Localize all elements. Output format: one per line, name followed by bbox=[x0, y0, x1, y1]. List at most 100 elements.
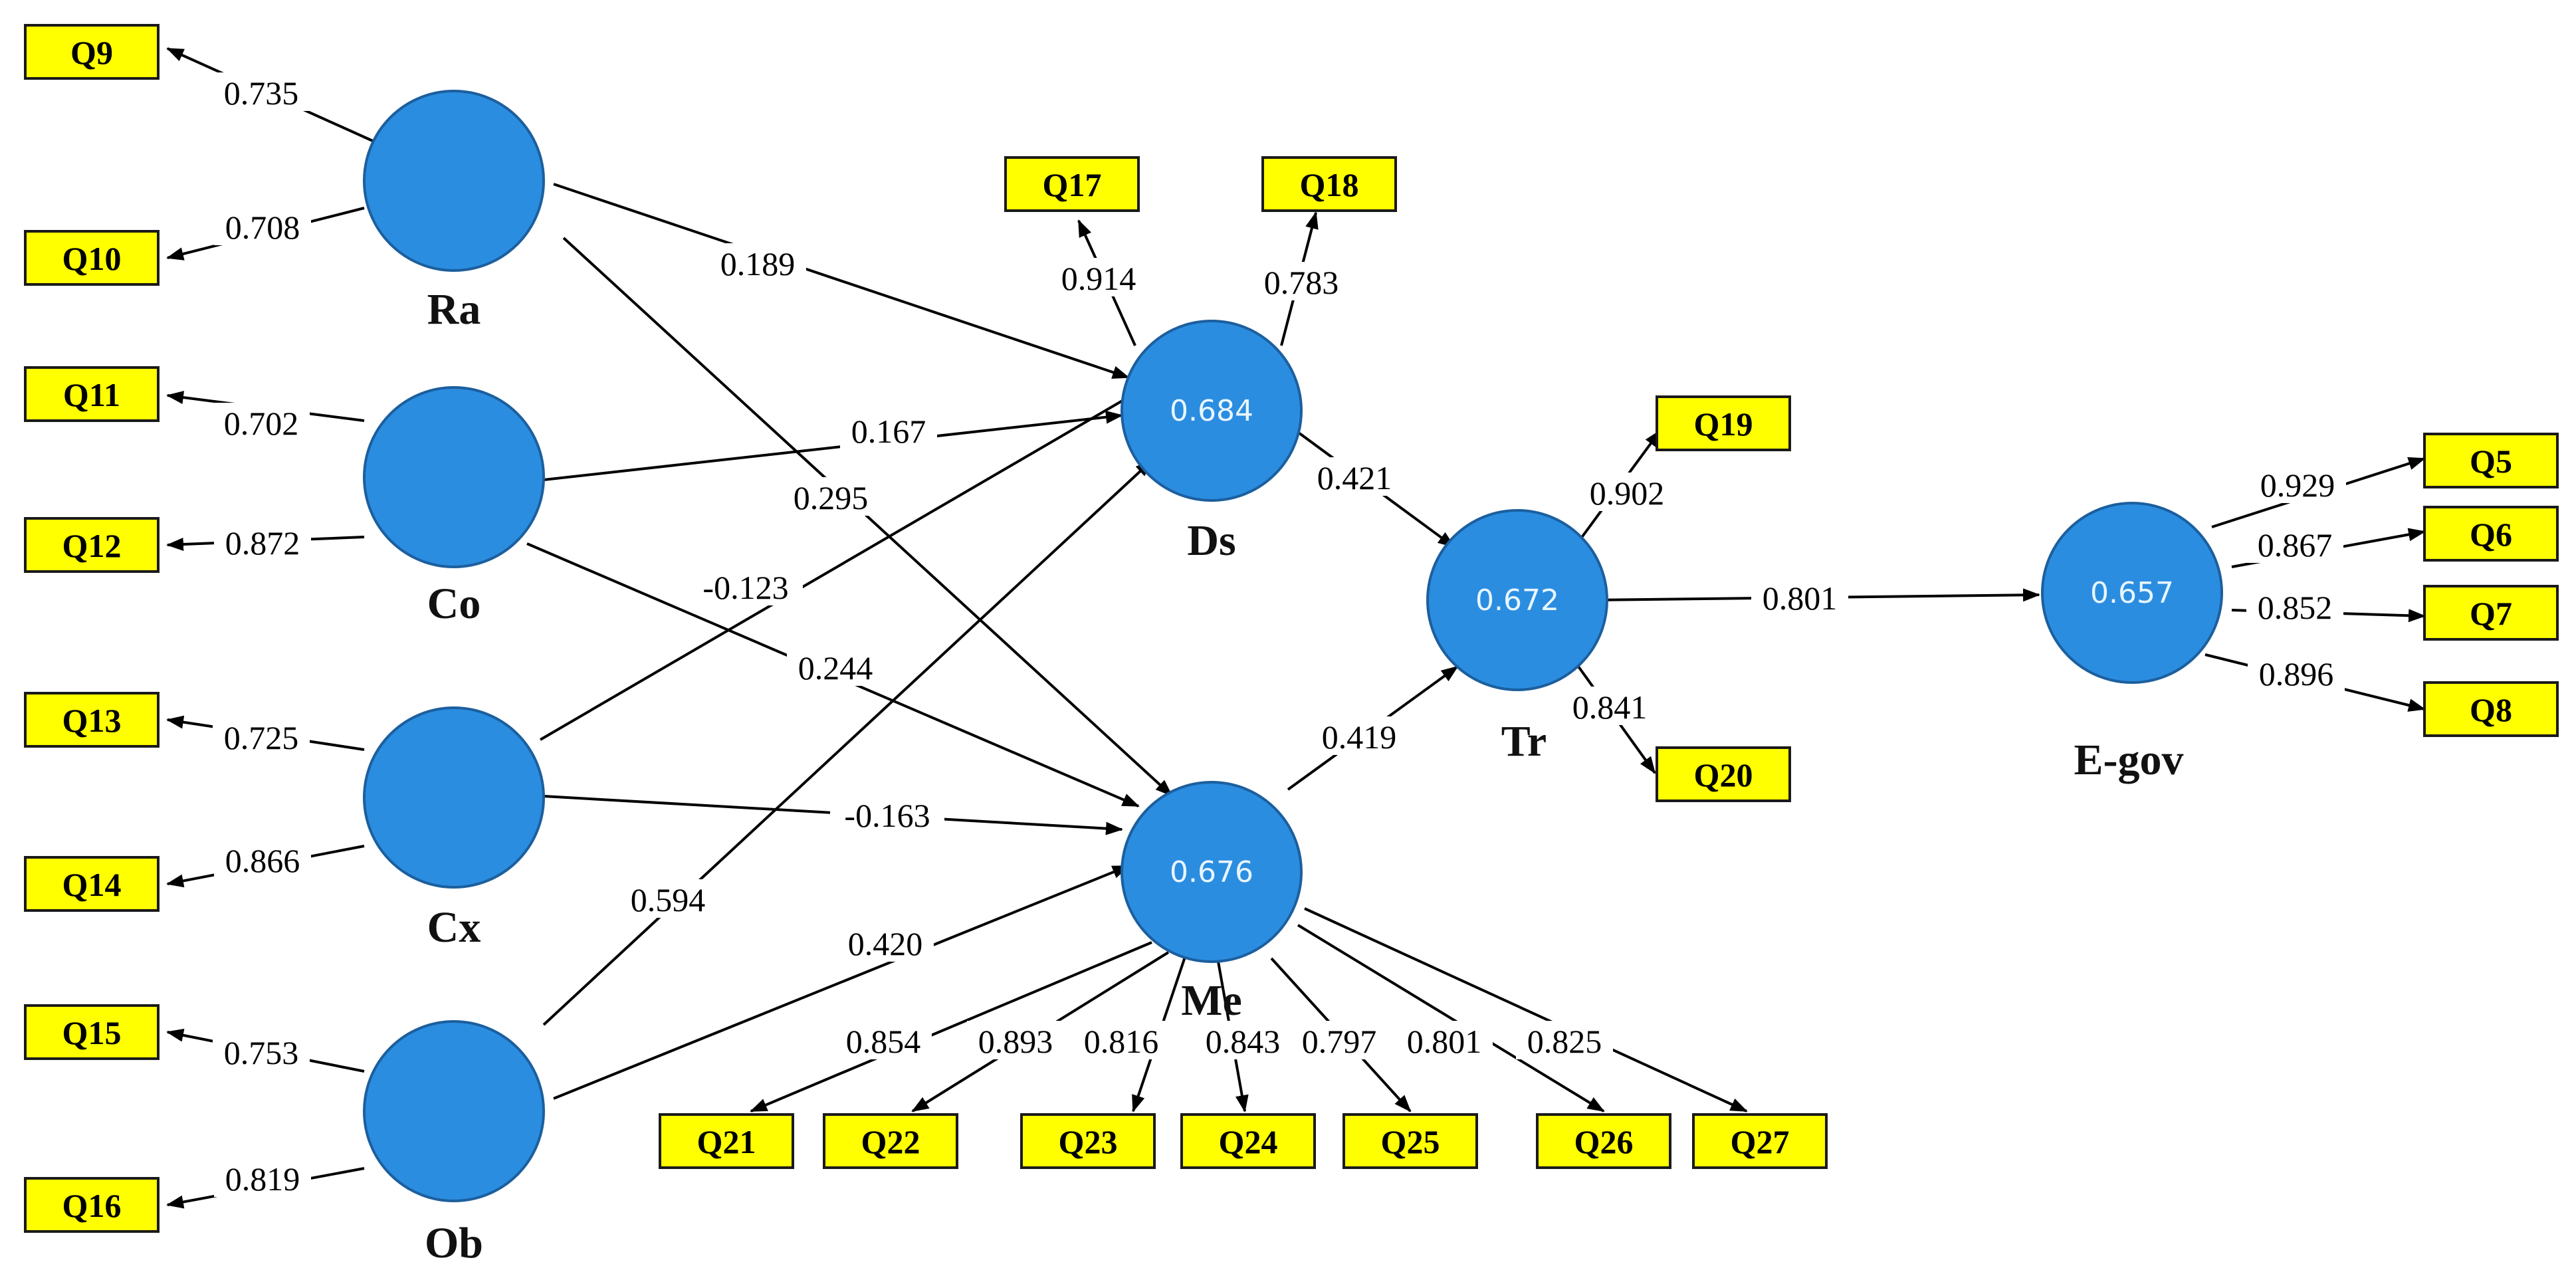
construct-name: Me bbox=[1181, 976, 1242, 1025]
loading-value-q22: 0.893 bbox=[967, 1021, 1064, 1060]
construct-circle bbox=[1121, 320, 1303, 502]
path-coefficient-ob-ds: 0.594 bbox=[619, 879, 716, 918]
indicator-label: Q9 bbox=[70, 34, 113, 71]
indicator-q23: Q23 bbox=[1020, 1113, 1156, 1169]
indicator-label: Q18 bbox=[1300, 166, 1359, 203]
path-coefficient-ds-tr: 0.421 bbox=[1306, 457, 1403, 496]
indicator-q17: Q17 bbox=[1004, 156, 1140, 212]
loading-value-q27: 0.825 bbox=[1516, 1021, 1613, 1060]
construct-name: Ob bbox=[425, 1219, 483, 1267]
path-ra-me bbox=[562, 237, 1173, 797]
indicator-label: Q25 bbox=[1381, 1123, 1440, 1160]
construct-name: Tr bbox=[1501, 717, 1547, 766]
loading-value-q18-text: 0.783 bbox=[1264, 264, 1339, 301]
path-coefficient-ra-me-text: 0.295 bbox=[794, 479, 869, 516]
construct-co: Co bbox=[363, 386, 545, 628]
indicator-label: Q24 bbox=[1219, 1123, 1278, 1160]
indicator-label: Q6 bbox=[2470, 516, 2512, 553]
loading-value-q23-text: 0.816 bbox=[1084, 1023, 1159, 1060]
loading-value-q25-text: 0.797 bbox=[1302, 1023, 1377, 1060]
path-coefficient-tr-egov-text: 0.801 bbox=[1763, 580, 1838, 617]
indicator-label: Q23 bbox=[1059, 1123, 1118, 1160]
construct-cx: Cx bbox=[363, 706, 545, 952]
loading-value-q5-text: 0.929 bbox=[2260, 467, 2335, 504]
indicator-q15: Q15 bbox=[24, 1004, 160, 1060]
indicator-label: Q14 bbox=[62, 866, 122, 903]
indicator-q26: Q26 bbox=[1536, 1113, 1671, 1169]
indicator-q12: Q12 bbox=[24, 517, 160, 573]
path-coefficient-me-tr-text: 0.419 bbox=[1322, 718, 1397, 756]
loading-value-q25: 0.797 bbox=[1291, 1021, 1388, 1060]
indicator-q25: Q25 bbox=[1342, 1113, 1478, 1169]
loading-value-q8: 0.896 bbox=[2248, 653, 2345, 692]
indicator-q20: Q20 bbox=[1656, 746, 1791, 802]
loading-value-q9-text: 0.735 bbox=[224, 74, 299, 112]
path-ob-me bbox=[553, 865, 1130, 1100]
loading-value-q16-text: 0.819 bbox=[225, 1160, 300, 1198]
path-coefficient-co-me: 0.244 bbox=[787, 647, 884, 687]
loading-value-q19: 0.902 bbox=[1578, 473, 1675, 512]
loading-q27 bbox=[1304, 907, 1748, 1113]
loading-value-q8-text: 0.896 bbox=[2259, 655, 2334, 692]
indicator-q14: Q14 bbox=[24, 856, 160, 912]
indicator-q9: Q9 bbox=[24, 24, 160, 80]
loading-value-q11: 0.702 bbox=[213, 403, 310, 442]
indicator-q16: Q16 bbox=[24, 1177, 160, 1233]
loading-value-q10: 0.708 bbox=[214, 207, 311, 246]
loading-value-q6: 0.867 bbox=[2246, 524, 2343, 564]
path-coefficient-tr-egov: 0.801 bbox=[1751, 578, 1848, 617]
path-coefficient-cx-me-text: -0.163 bbox=[844, 797, 930, 834]
loading-value-q7-text: 0.852 bbox=[2258, 589, 2333, 626]
construct-circle bbox=[363, 386, 545, 568]
indicator-q7: Q7 bbox=[2423, 585, 2559, 641]
loading-value-q27-text: 0.825 bbox=[1527, 1023, 1602, 1060]
loading-value-q26-text: 0.801 bbox=[1407, 1023, 1482, 1060]
construct-circle bbox=[363, 706, 545, 889]
loading-value-q22-text: 0.893 bbox=[978, 1023, 1053, 1060]
construct-ob: Ob bbox=[363, 1020, 545, 1267]
loading-value-q5: 0.929 bbox=[2249, 465, 2346, 504]
indicator-label: Q27 bbox=[1731, 1123, 1790, 1160]
loading-value-q26: 0.801 bbox=[1396, 1021, 1493, 1060]
indicator-q6: Q6 bbox=[2423, 506, 2559, 562]
indicator-label: Q5 bbox=[2470, 443, 2512, 480]
indicator-label: Q21 bbox=[697, 1123, 756, 1160]
path-coefficient-cx-me: -0.163 bbox=[830, 795, 944, 834]
indicator-q24: Q24 bbox=[1180, 1113, 1316, 1169]
indicator-label: Q12 bbox=[62, 527, 122, 564]
loading-value-q10-text: 0.708 bbox=[225, 209, 300, 246]
r-squared-value: 0.657 bbox=[2090, 576, 2174, 610]
path-coefficient-ra-me: 0.295 bbox=[782, 477, 879, 516]
loading-value-q17-text: 0.914 bbox=[1061, 260, 1136, 297]
path-co-ds bbox=[543, 410, 1123, 481]
loading-value-q7: 0.852 bbox=[2246, 587, 2343, 626]
loading-value-q15-text: 0.753 bbox=[224, 1034, 299, 1071]
construct-circle bbox=[363, 1020, 545, 1202]
indicator-q13: Q13 bbox=[24, 692, 160, 748]
path-coefficient-me-tr: 0.419 bbox=[1311, 716, 1408, 756]
indicator-label: Q19 bbox=[1694, 405, 1753, 443]
r-squared-value: 0.672 bbox=[1475, 584, 1559, 617]
indicator-label: Q10 bbox=[62, 240, 122, 277]
indicator-label: Q13 bbox=[62, 702, 122, 739]
loading-q21 bbox=[750, 941, 1152, 1113]
construct-circle bbox=[363, 90, 545, 272]
path-coefficient-ob-me: 0.420 bbox=[837, 923, 934, 962]
construct-name: Ds bbox=[1187, 516, 1235, 565]
indicator-q27: Q27 bbox=[1692, 1113, 1828, 1169]
path-coefficient-ds-tr-text: 0.421 bbox=[1317, 459, 1392, 496]
indicator-label: Q15 bbox=[62, 1014, 122, 1051]
path-coefficient-cx-ds: -0.123 bbox=[689, 567, 803, 606]
loading-value-q23: 0.816 bbox=[1073, 1021, 1170, 1060]
loading-value-q20-text: 0.841 bbox=[1572, 689, 1648, 726]
loading-value-q24: 0.843 bbox=[1194, 1021, 1291, 1060]
loading-value-q19-text: 0.902 bbox=[1590, 475, 1665, 512]
indicator-q21: Q21 bbox=[659, 1113, 794, 1169]
path-cx-ds bbox=[539, 386, 1146, 741]
indicator-q19: Q19 bbox=[1656, 395, 1791, 451]
indicator-label: Q7 bbox=[2470, 595, 2512, 632]
construct-name: E-gov bbox=[2074, 736, 2184, 784]
construct-circle bbox=[2041, 502, 2223, 684]
